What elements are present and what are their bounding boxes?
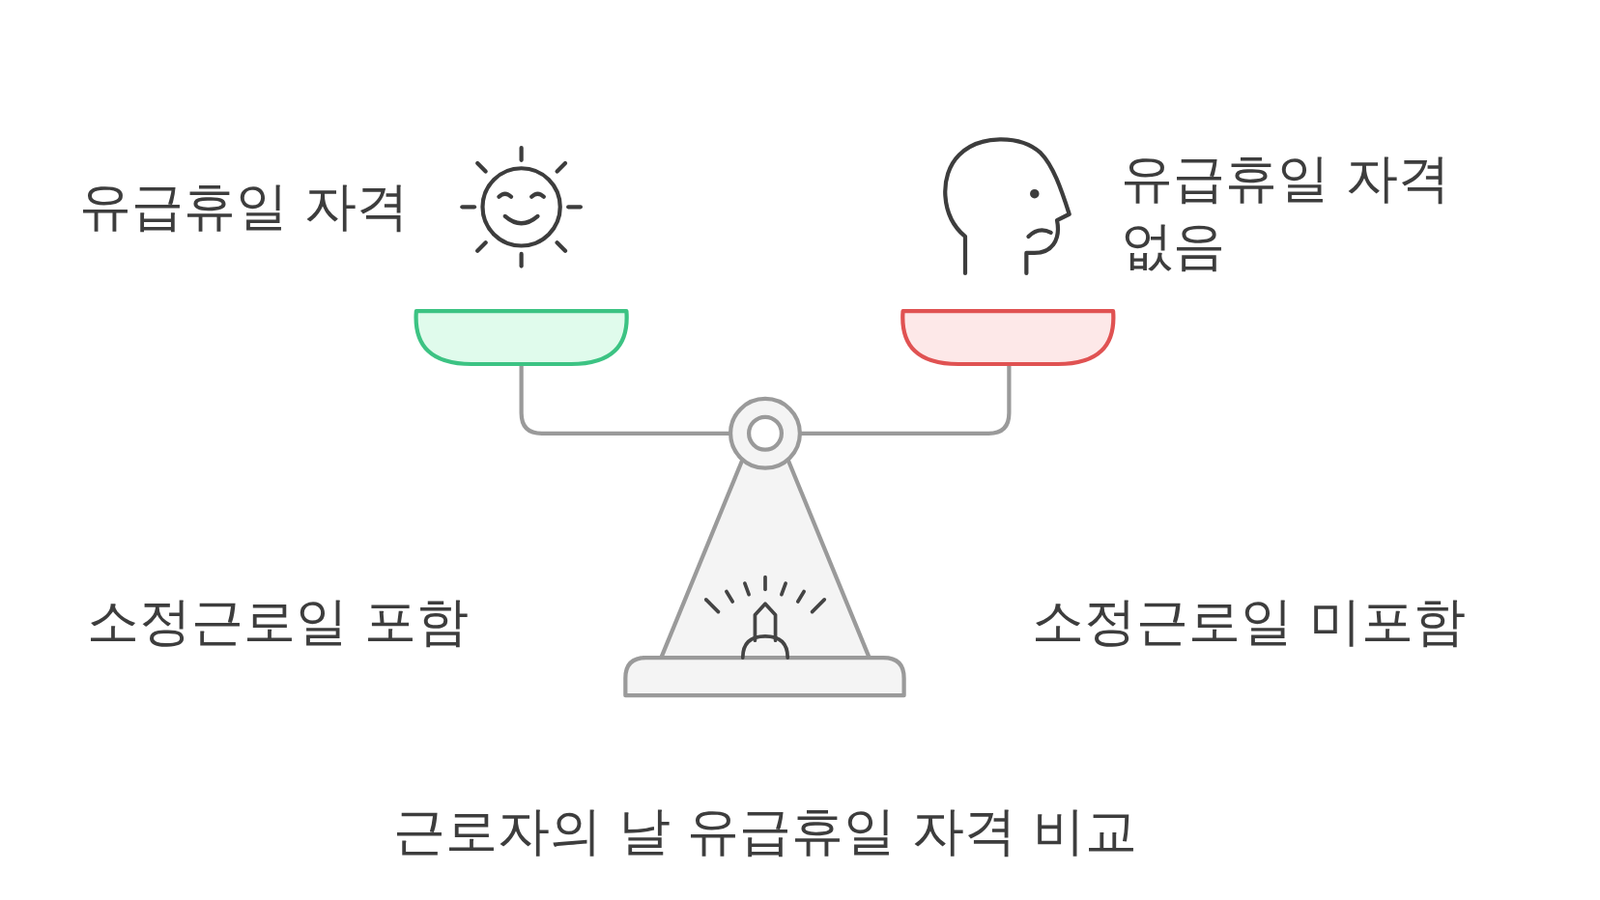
- sun-eye: [531, 194, 544, 198]
- green-pan: [416, 311, 628, 365]
- pivot: [730, 399, 800, 469]
- diagram-title: 근로자의 날 유급휴일 자격 비교: [393, 798, 1139, 866]
- indicator-ray: [781, 583, 786, 596]
- indicator-ray: [744, 583, 749, 596]
- sun-ray: [519, 254, 524, 267]
- indicator-ray: [812, 600, 826, 613]
- eligible-label: 유급휴일 자격: [79, 172, 409, 241]
- sun-mouth: [505, 216, 539, 224]
- included-label: 소정근로일 포함: [86, 588, 469, 657]
- sun-ray: [568, 204, 581, 209]
- sun-ray: [477, 163, 486, 172]
- sun-eye: [498, 194, 512, 198]
- not-eligible-label: 유급휴일 자격 없음: [1120, 144, 1556, 281]
- red-pan: [902, 311, 1114, 365]
- sun-icon: [461, 147, 580, 266]
- indicator-ray: [726, 591, 733, 602]
- pivot-hole: [748, 417, 782, 451]
- sun-face: [482, 168, 560, 246]
- head-eye: [1031, 191, 1037, 197]
- indicator-dome: [742, 636, 788, 658]
- scale-base: [625, 657, 904, 696]
- head-icon: [944, 139, 1069, 274]
- sun-ray: [519, 147, 524, 161]
- indicator-needle: [754, 603, 775, 641]
- sun-ray: [557, 242, 566, 251]
- scale-stand: [660, 458, 869, 658]
- head-hand: [1028, 229, 1051, 237]
- indicator-ray: [706, 600, 719, 613]
- sun-ray: [557, 163, 566, 172]
- sun-ray: [477, 242, 486, 251]
- sun-ray: [461, 204, 475, 209]
- excluded-label: 소정근로일 미포함: [1031, 588, 1466, 657]
- indicator-ray: [763, 577, 768, 591]
- indicator-ray: [798, 591, 804, 602]
- head-outline: [944, 139, 1069, 274]
- indicator-icon: [706, 577, 825, 658]
